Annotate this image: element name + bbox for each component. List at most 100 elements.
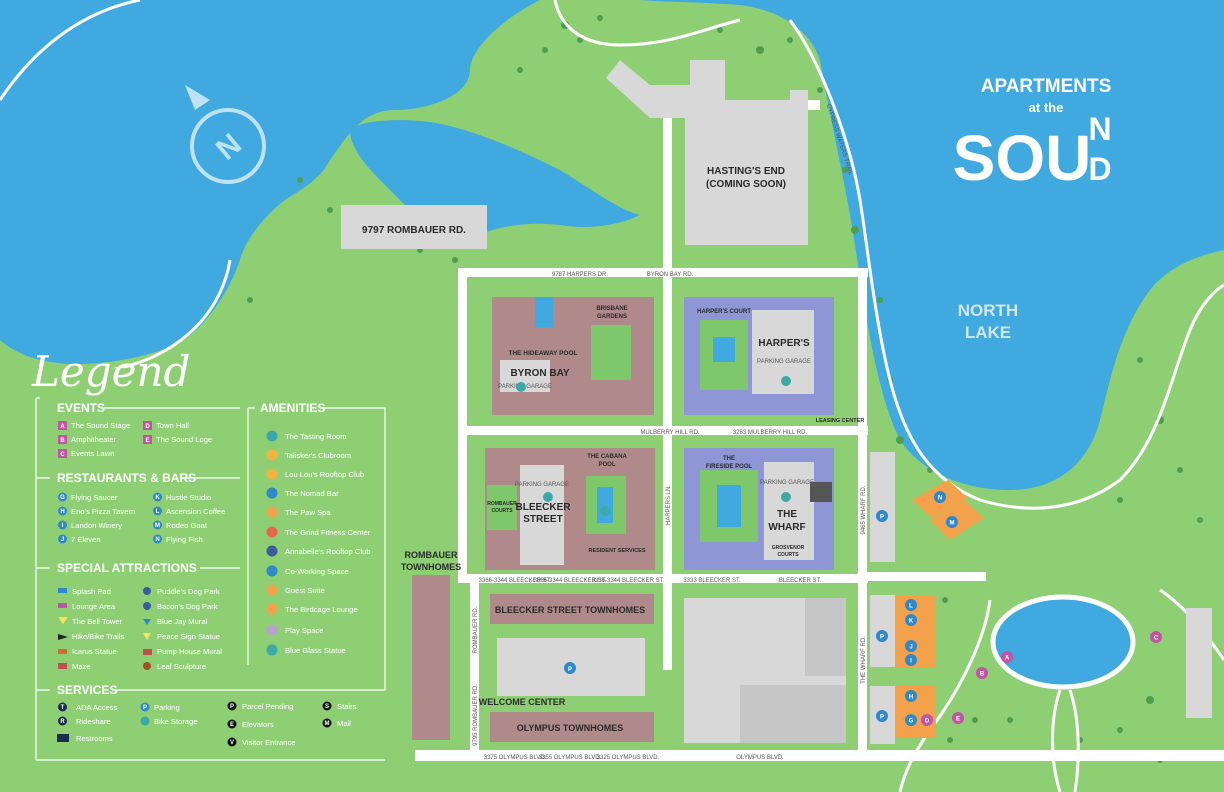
label-9797-rombauer: 9797 ROMBAUER RD. bbox=[362, 225, 466, 236]
label-north-lake-1: NORTH bbox=[958, 301, 1018, 320]
svg-text:The Sound Loge: The Sound Loge bbox=[156, 435, 212, 444]
label-cabana-pool-1: THE CABANA bbox=[587, 454, 627, 460]
svg-text:The Sound Stage: The Sound Stage bbox=[71, 421, 130, 430]
svg-text:Maze: Maze bbox=[72, 662, 91, 671]
building-9797-rombauer bbox=[341, 205, 487, 249]
svg-text:A: A bbox=[60, 424, 65, 430]
svg-text:The Paw Spa: The Paw Spa bbox=[285, 508, 331, 517]
label-north-lake-2: LAKE bbox=[965, 323, 1011, 342]
label-rombauer-townhomes-1: ROMBAUER bbox=[405, 550, 458, 560]
restaurant-marker-m bbox=[946, 516, 958, 528]
legend-restaurants-heading: RESTAURANTS & BARS bbox=[57, 471, 196, 485]
svg-text:Parcel Pending: Parcel Pending bbox=[242, 702, 294, 711]
legend-title: Legend bbox=[31, 347, 190, 396]
svg-text:The Birdcage Lounge: The Birdcage Lounge bbox=[285, 605, 358, 614]
svg-text:N: N bbox=[1088, 111, 1111, 147]
label-rombauer-townhomes-2: TOWNHOMES bbox=[401, 562, 461, 572]
street-olympus-blvd: OLYMPUS BLVD. bbox=[736, 755, 784, 761]
building-bleecker-townhomes bbox=[490, 594, 654, 624]
svg-text:R: R bbox=[60, 719, 65, 725]
pond bbox=[990, 594, 1136, 690]
svg-text:Talisker's Clubroom: Talisker's Clubroom bbox=[285, 451, 351, 460]
svg-text:E: E bbox=[145, 438, 149, 444]
block-south-2 bbox=[740, 685, 846, 743]
svg-text:Elevators: Elevators bbox=[242, 720, 274, 729]
block-east bbox=[1186, 608, 1212, 718]
svg-text:Hike/Bike Trails: Hike/Bike Trails bbox=[72, 632, 125, 641]
svg-text:B: B bbox=[60, 438, 65, 444]
svg-text:Restrooms: Restrooms bbox=[76, 734, 113, 743]
svg-text:Rodeo Goat: Rodeo Goat bbox=[166, 521, 208, 530]
street-mulberry-hill-rd: MULBERRY HILL RD. bbox=[640, 430, 700, 436]
bike-marker-byron bbox=[516, 382, 526, 392]
event-marker-c bbox=[1150, 631, 1162, 643]
street-harpers-dr: 9787 HARPERS DR. bbox=[552, 272, 608, 278]
svg-text:Pump House Mural: Pump House Mural bbox=[157, 647, 222, 656]
label-hideaway-pool: THE HIDEAWAY POOL bbox=[509, 350, 578, 357]
svg-text:J: J bbox=[909, 645, 912, 651]
label-grosvenor-courts-1: GROSVENOR bbox=[772, 545, 805, 551]
svg-text:ADA Access: ADA Access bbox=[76, 703, 118, 712]
street-olympus-1: 3375 OLYMPUS BLVD. bbox=[484, 755, 547, 761]
parking-marker-2 bbox=[876, 630, 888, 642]
svg-text:Leaf Sculpture: Leaf Sculpture bbox=[157, 662, 206, 671]
svg-text:Rideshare: Rideshare bbox=[76, 717, 111, 726]
svg-text:APARTMENTS: APARTMENTS bbox=[981, 76, 1112, 97]
svg-text:The Bell Tower: The Bell Tower bbox=[72, 617, 123, 626]
block-wharf-east bbox=[870, 452, 895, 562]
svg-text:D: D bbox=[1088, 151, 1111, 187]
svg-text:The Grind Fitness Center: The Grind Fitness Center bbox=[285, 528, 371, 537]
svg-text:Bacon's Dog Park: Bacon's Dog Park bbox=[157, 602, 218, 611]
svg-text:V: V bbox=[230, 740, 234, 746]
svg-text:Icarus Statue: Icarus Statue bbox=[72, 647, 117, 656]
restaurant-marker-j bbox=[905, 640, 917, 652]
map-markers: A B C D E N M L K J I H G P P P bbox=[516, 376, 1162, 726]
street-rombauer-rd: ROMBAUER RD. bbox=[473, 606, 479, 653]
bike-marker-wharf bbox=[781, 492, 791, 502]
legend-amenities-heading: AMENITIES bbox=[260, 401, 325, 415]
label-bleecker-parking: PARKING GARAGE bbox=[515, 482, 569, 488]
label-grosvenor-courts-2: COURTS bbox=[777, 552, 799, 558]
parking-marker-1 bbox=[876, 510, 888, 522]
label-fireside-pool-2: FIRESIDE POOL bbox=[706, 464, 753, 470]
svg-text:Ascension Coffee: Ascension Coffee bbox=[166, 507, 225, 516]
label-hastings-end-2: (COMING SOON) bbox=[706, 179, 786, 190]
label-wharf-1: THE bbox=[777, 509, 797, 520]
svg-text:Flying Saucer: Flying Saucer bbox=[71, 493, 118, 502]
svg-text:Lou Lou's Rooftop Club: Lou Lou's Rooftop Club bbox=[285, 470, 364, 479]
restaurant-marker-l bbox=[905, 599, 917, 611]
label-brisbane-gardens-2: GARDENS bbox=[597, 314, 627, 320]
west-lake bbox=[0, 0, 540, 365]
restaurant-marker-g bbox=[905, 714, 917, 726]
street-bleecker-3: 3336-3344 BLEECKER ST. bbox=[592, 578, 665, 584]
street-bleecker-1: 3366-3344 BLEECKER ST. bbox=[479, 578, 552, 584]
label-rombauer-courts-2: COURTS bbox=[491, 508, 513, 514]
svg-text:N: N bbox=[938, 496, 942, 502]
legend-services: T ADA Access R Rideshare Restrooms P Par… bbox=[57, 701, 357, 747]
svg-text:Landon Winery: Landon Winery bbox=[71, 521, 122, 530]
svg-text:Hustle Studio: Hustle Studio bbox=[166, 493, 211, 502]
svg-text:C: C bbox=[60, 452, 65, 458]
event-marker-a bbox=[1001, 651, 1013, 663]
trees bbox=[247, 15, 1203, 763]
svg-text:P: P bbox=[880, 515, 884, 521]
label-fireside-pool-1: THE bbox=[723, 456, 735, 462]
svg-text:Blue Glass Statue: Blue Glass Statue bbox=[285, 646, 346, 655]
restaurant-marker-h bbox=[905, 690, 917, 702]
svg-text:P: P bbox=[568, 667, 572, 673]
svg-text:I: I bbox=[62, 523, 64, 529]
street-bleecker-2: 3366-3344 BLEECKER ST. bbox=[534, 578, 607, 584]
label-byron-bay: BYRON BAY bbox=[510, 368, 569, 379]
label-wharf-parking: PARKING GARAGE bbox=[760, 480, 814, 486]
svg-text:Guest Suite: Guest Suite bbox=[285, 586, 325, 595]
legend-events-heading: EVENTS bbox=[57, 401, 105, 415]
svg-text:Amphitheater: Amphitheater bbox=[71, 435, 117, 444]
bike-marker-harpers bbox=[781, 376, 791, 386]
label-bleecker-street-1: BLEECKER bbox=[515, 502, 571, 513]
block-south-3 bbox=[805, 598, 846, 676]
event-marker-b bbox=[976, 667, 988, 679]
svg-text:P: P bbox=[880, 635, 884, 641]
svg-text:D: D bbox=[925, 719, 930, 725]
street-olympus-2: 3355 OLYMPUS BLVD. bbox=[539, 755, 602, 761]
parking-marker-3 bbox=[876, 710, 888, 722]
